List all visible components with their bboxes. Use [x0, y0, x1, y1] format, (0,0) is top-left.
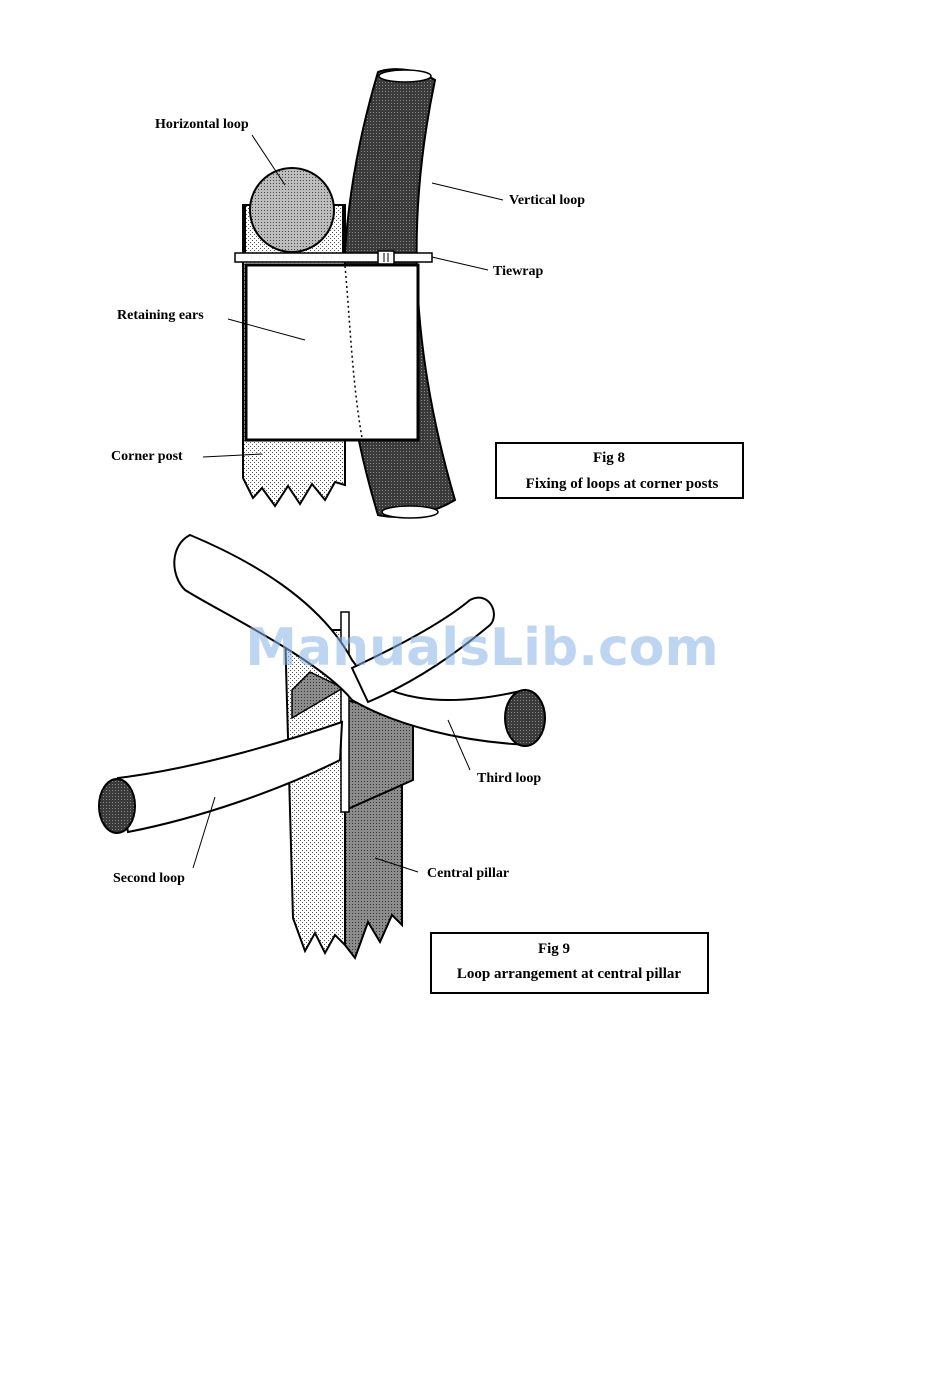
fig9-diagram: Third loop Second loop Central pillar Fi…: [99, 535, 708, 993]
retaining-ears-label: Retaining ears: [117, 308, 204, 323]
second-loop-label: Second loop: [113, 871, 185, 886]
fig8-title: Fixing of loops at corner posts: [526, 476, 719, 492]
vertical-loop-label: Vertical loop: [509, 193, 585, 208]
horizontal-loop-label: Horizontal loop: [155, 117, 249, 132]
fig8-diagram: Horizontal loop Vertical loop Tiewrap Re…: [111, 69, 743, 518]
fig9-title: Loop arrangement at central pillar: [457, 966, 681, 982]
tiewrap-shape: [235, 253, 432, 262]
second-loop-end: [99, 779, 135, 833]
retaining-plate-shape: [246, 265, 418, 440]
corner-post-label: Corner post: [111, 449, 183, 464]
fig8-number: Fig 8: [593, 450, 625, 466]
watermark-text: ManualsLib.com: [245, 618, 718, 678]
third-loop-end: [505, 690, 545, 746]
vertical-loop-top-end: [379, 70, 431, 82]
horizontal-loop-shape: [250, 168, 334, 252]
vertical-loop-bottom-end: [382, 506, 438, 518]
central-pillar-label: Central pillar: [427, 866, 509, 881]
tiewrap-label: Tiewrap: [493, 264, 544, 279]
fig9-number: Fig 9: [538, 941, 570, 957]
central-pillar-front-face: [345, 785, 402, 958]
third-loop-label: Third loop: [477, 771, 541, 786]
tiewrap-buckle: [378, 251, 394, 264]
